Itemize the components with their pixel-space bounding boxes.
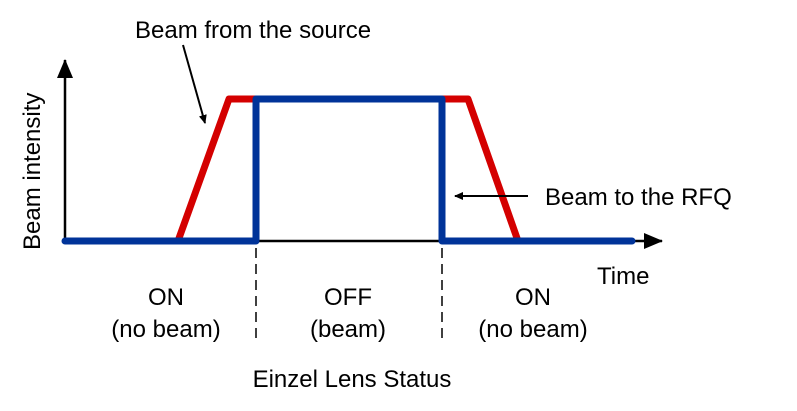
state-on-right-note: (no beam)	[478, 316, 587, 343]
state-off: OFF	[324, 284, 372, 311]
rfq-beam-label: Beam to the RFQ	[545, 184, 732, 211]
footer-label: Einzel Lens Status	[253, 366, 452, 393]
state-on-right: ON	[515, 284, 551, 311]
source-beam-arrow	[182, 44, 207, 124]
state-on-left: ON	[148, 284, 184, 311]
source-beam-line	[65, 95, 522, 245]
state-off-note: (beam)	[310, 316, 386, 343]
x-axis-label: Time	[597, 263, 649, 290]
rfq-beam-line	[61, 95, 636, 245]
source-beam-label: Beam from the source	[135, 17, 371, 44]
state-on-left-note: (no beam)	[111, 316, 220, 343]
y-axis-label: Beam intensity	[19, 93, 46, 250]
